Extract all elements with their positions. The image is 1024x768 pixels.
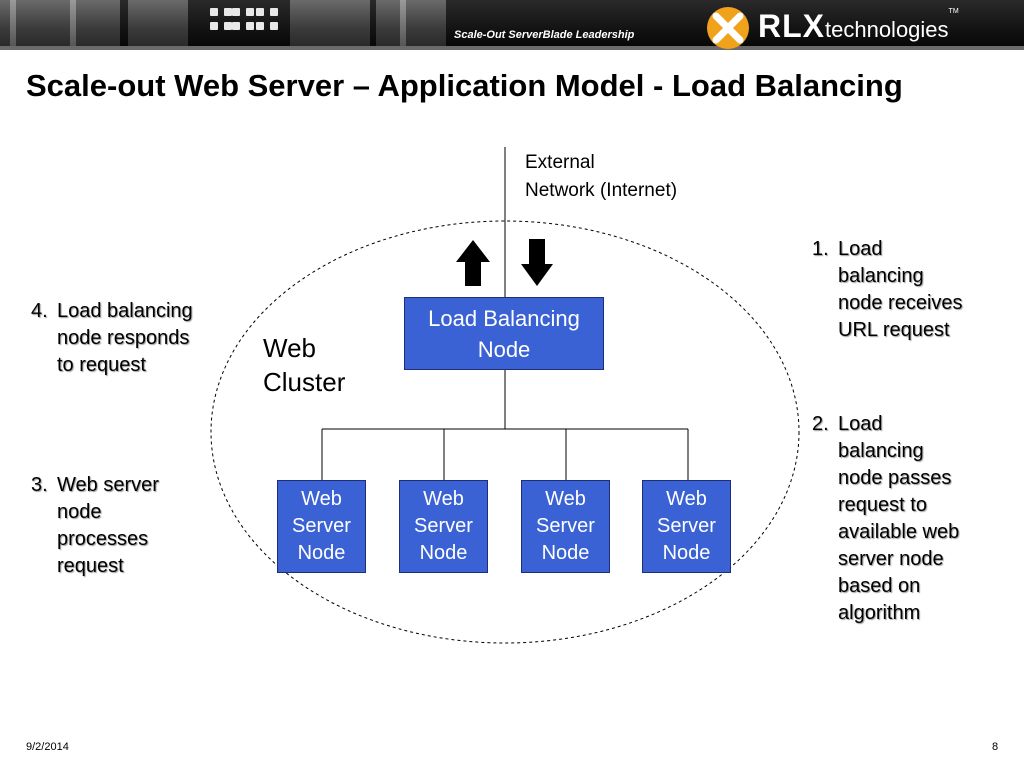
step-3-line: processes bbox=[57, 528, 149, 550]
web-cluster-boundary bbox=[210, 220, 800, 644]
step-2-line: request to bbox=[838, 494, 927, 516]
arrow-up-icon bbox=[456, 240, 490, 286]
step-3-note: 3. Web server node processes request bbox=[31, 472, 191, 580]
external-network-line2: Network (Internet) bbox=[525, 180, 678, 201]
web-server-node-line3: Node bbox=[662, 542, 711, 564]
web-server-node-line1: Web bbox=[301, 488, 342, 510]
step-4-line: node responds bbox=[57, 327, 190, 349]
hardware-image-segment bbox=[376, 0, 446, 46]
load-balancing-node: Load Balancing Node bbox=[404, 297, 604, 370]
header-divider bbox=[0, 46, 1024, 50]
step-2-line: node passes bbox=[838, 467, 952, 489]
web-server-node-line3: Node bbox=[541, 542, 590, 564]
step-1-line: URL request bbox=[838, 319, 950, 341]
load-balancing-node-line2: Node bbox=[477, 336, 531, 362]
external-network-line1: External bbox=[525, 152, 595, 173]
web-server-node-line1: Web bbox=[423, 488, 464, 510]
web-server-node-line2: Server bbox=[657, 515, 716, 537]
step-2-line: based on bbox=[838, 575, 921, 597]
step-number: 4. bbox=[31, 300, 48, 322]
web-server-node-line1: Web bbox=[545, 488, 586, 510]
web-server-node: Web Server Node bbox=[642, 480, 731, 573]
step-2-line: available web bbox=[838, 521, 960, 543]
step-1-note: 1. Load balancing node receives URL requ… bbox=[812, 236, 1002, 344]
web-server-node-line3: Node bbox=[297, 542, 346, 564]
step-1-line: Load bbox=[838, 238, 883, 260]
load-balancing-node-line1: Load Balancing bbox=[428, 305, 580, 331]
step-3-line: node bbox=[57, 501, 102, 523]
hardware-led-grid bbox=[210, 8, 232, 30]
step-number: 3. bbox=[31, 474, 48, 496]
step-number: 2. bbox=[812, 413, 829, 435]
step-2-line: server node bbox=[838, 548, 944, 570]
step-4-note: 4. Load balancing node responds to reque… bbox=[31, 298, 231, 379]
header-tagline: Scale-Out ServerBlade Leadership bbox=[454, 29, 635, 41]
step-2-line: Load bbox=[838, 413, 883, 435]
arrow-down-icon bbox=[521, 239, 553, 286]
web-server-node-line1: Web bbox=[666, 488, 707, 510]
web-cluster-label-line2: Cluster bbox=[263, 367, 346, 397]
web-cluster-label: Web Cluster bbox=[263, 331, 345, 399]
logo-brand: RLX bbox=[758, 8, 825, 44]
step-2-line: algorithm bbox=[838, 602, 921, 624]
web-server-node: Web Server Node bbox=[277, 480, 366, 573]
step-1-line: node receives bbox=[838, 292, 963, 314]
footer-date: 9/2/2014 bbox=[26, 741, 69, 753]
step-4-line: to request bbox=[57, 354, 146, 376]
hardware-image-segment bbox=[128, 0, 188, 46]
step-3-line: Web server bbox=[57, 474, 159, 496]
logo-suffix: technologies bbox=[825, 17, 949, 42]
hardware-led-grid bbox=[232, 8, 254, 30]
logo-trademark: TM bbox=[948, 8, 959, 15]
rlx-logo-mark-icon bbox=[707, 7, 749, 49]
step-1-line: balancing bbox=[838, 265, 924, 287]
step-4-line: Load balancing bbox=[57, 300, 193, 322]
web-server-node-line2: Server bbox=[414, 515, 473, 537]
web-server-node: Web Server Node bbox=[399, 480, 488, 573]
hardware-image-stripe bbox=[400, 0, 406, 46]
web-server-node-line3: Node bbox=[419, 542, 468, 564]
web-server-node-line2: Server bbox=[536, 515, 595, 537]
hardware-image-stripe bbox=[10, 0, 16, 46]
step-3-line: request bbox=[57, 555, 124, 577]
web-server-node: Web Server Node bbox=[521, 480, 610, 573]
slide-title: Scale-out Web Server – Application Model… bbox=[26, 68, 903, 103]
web-server-node-line2: Server bbox=[292, 515, 351, 537]
hardware-led-grid bbox=[256, 8, 278, 30]
step-2-note: 2. Load balancing node passes request to… bbox=[812, 411, 1002, 627]
hardware-image-segment bbox=[0, 0, 120, 46]
web-cluster-label-line1: Web bbox=[263, 333, 316, 363]
rlx-logo-wordmark: RLXtechnologies TM bbox=[758, 8, 959, 45]
page-number: 8 bbox=[992, 741, 999, 753]
hardware-image-segment bbox=[290, 0, 370, 46]
hardware-image-stripe bbox=[70, 0, 76, 46]
external-network-label: External Network (Internet) bbox=[525, 149, 677, 205]
step-number: 1. bbox=[812, 238, 829, 260]
header-banner: Scale-Out ServerBlade Leadership RLXtech… bbox=[0, 0, 1024, 50]
step-2-line: balancing bbox=[838, 440, 924, 462]
